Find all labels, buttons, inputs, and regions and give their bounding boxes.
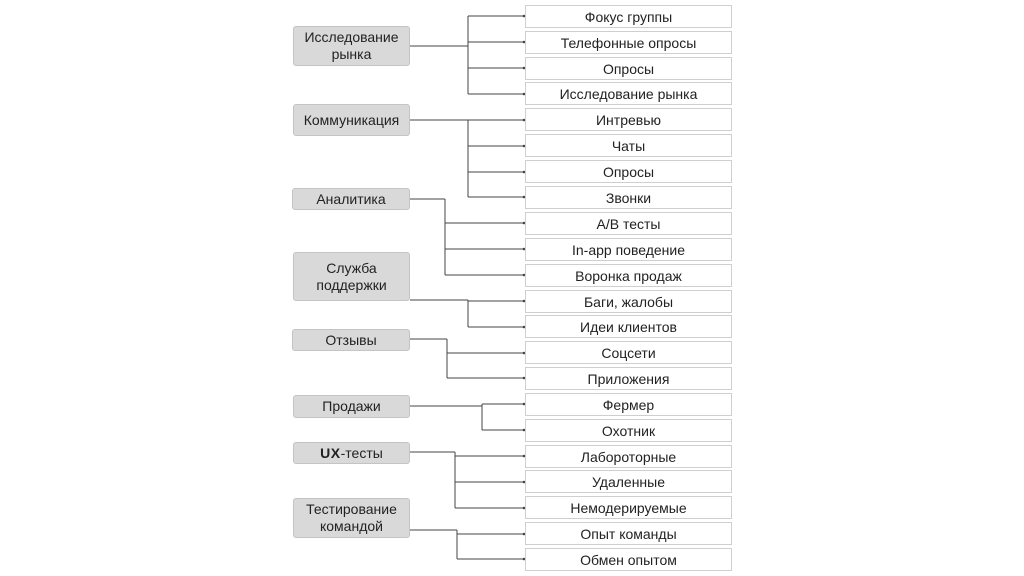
connector-dot bbox=[522, 144, 526, 148]
connector-dot bbox=[522, 325, 526, 329]
item-apps: Приложения bbox=[525, 367, 732, 390]
connector-dot bbox=[522, 14, 526, 18]
category-ux-tests-rest: -тесты bbox=[340, 444, 383, 461]
category-ux-tests: UX-тесты bbox=[293, 442, 410, 464]
item-surveys: Опросы bbox=[525, 57, 732, 80]
item-lab: Лабороторные bbox=[525, 445, 732, 468]
connector-dot bbox=[522, 532, 526, 536]
category-reviews: Отзывы bbox=[292, 329, 410, 351]
connector-dot bbox=[522, 40, 526, 44]
connector-dot bbox=[522, 351, 526, 355]
connector-dot bbox=[522, 557, 526, 561]
item-farmer: Фермер bbox=[525, 393, 732, 416]
item-focus-groups: Фокус группы bbox=[525, 5, 732, 28]
connector-dot bbox=[522, 376, 526, 380]
connector-dot bbox=[522, 454, 526, 458]
connector-dot bbox=[522, 92, 526, 96]
item-phone-surveys: Телефонные опросы bbox=[525, 31, 732, 54]
item-ab-tests: A/B тесты bbox=[525, 212, 732, 235]
category-team-testing: Тестирование командой bbox=[293, 498, 410, 538]
item-market-research: Исследование рынка bbox=[525, 82, 732, 105]
connector-dot bbox=[522, 480, 526, 484]
item-interview: Интревью bbox=[525, 108, 732, 131]
connector-dot bbox=[522, 506, 526, 510]
item-sales-funnel: Воронка продаж bbox=[525, 264, 732, 287]
connector-dot bbox=[522, 66, 526, 70]
connector-dot bbox=[522, 402, 526, 406]
category-communication: Коммуникация bbox=[293, 104, 410, 136]
item-social-networks: Соцсети bbox=[525, 341, 732, 364]
item-bugs-complaints: Баги, жалобы bbox=[525, 290, 732, 313]
item-polls: Опросы bbox=[525, 160, 732, 183]
connector-dot bbox=[522, 247, 526, 251]
item-experience-exchange: Обмен опытом bbox=[525, 548, 732, 571]
item-hunter: Охотник bbox=[525, 419, 732, 442]
connector-dot bbox=[522, 273, 526, 277]
connector-dot bbox=[522, 221, 526, 225]
connector-dot bbox=[522, 428, 526, 432]
connector-dot bbox=[522, 299, 526, 303]
item-calls: Звонки bbox=[525, 186, 732, 209]
item-client-ideas: Идеи клиентов bbox=[525, 315, 732, 338]
item-team-experience: Опыт команды bbox=[525, 522, 732, 545]
category-support: Служба поддержки bbox=[293, 252, 410, 301]
connector-dot bbox=[522, 118, 526, 122]
category-market-research: Исследование рынка bbox=[293, 26, 410, 66]
connector-dot bbox=[522, 195, 526, 199]
connector-dot bbox=[522, 170, 526, 174]
category-ux-tests-bold: UX bbox=[320, 444, 341, 461]
category-sales: Продажи bbox=[293, 395, 410, 418]
item-chats: Чаты bbox=[525, 134, 732, 157]
item-unmoderated: Немодерируемые bbox=[525, 496, 732, 519]
category-analytics: Аналитика bbox=[292, 188, 410, 210]
item-remote: Удаленные bbox=[525, 470, 732, 493]
item-in-app-behavior: In-app поведение bbox=[525, 238, 732, 261]
